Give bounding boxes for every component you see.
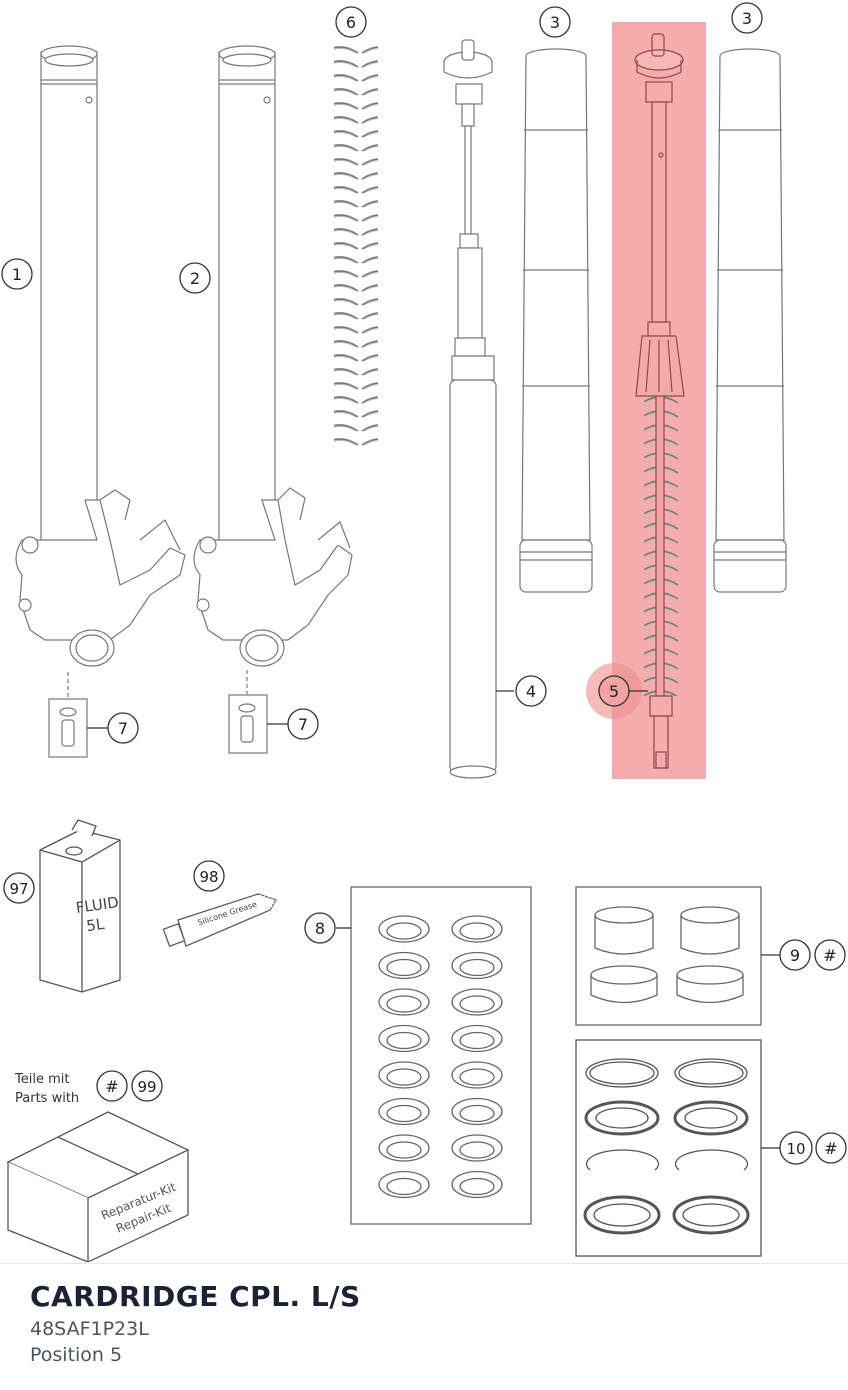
seal-ring xyxy=(451,1097,503,1126)
callout-9[interactable]: 9 # xyxy=(779,939,846,971)
seal-ring-inner xyxy=(459,1031,495,1050)
damper-rod-part-4[interactable] xyxy=(443,39,514,779)
callout-2[interactable]: 2 xyxy=(179,262,211,294)
seal-ring-inner xyxy=(459,1068,495,1086)
callout-7-left-label: 7 xyxy=(118,719,128,738)
exploded-parts-diagram: 5 1 2 xyxy=(1,2,847,1262)
seal-ring-inner xyxy=(386,922,422,940)
callout-7-left[interactable]: 7 xyxy=(107,712,139,744)
inner-tube-right-part-3[interactable] xyxy=(713,48,787,593)
callout-98[interactable]: 98 xyxy=(193,860,225,892)
callout-9-label: 9 xyxy=(790,946,800,965)
part-title: CARDRIDGE CPL. L/S xyxy=(30,1280,361,1313)
seal-ring-inner xyxy=(459,995,495,1013)
callout-97[interactable]: 97 xyxy=(3,872,35,904)
seal-ring xyxy=(451,951,503,980)
fork-spring-part-6[interactable] xyxy=(334,46,378,452)
callout-97-label: 97 xyxy=(9,880,28,898)
seal-ring-set-part-8[interactable] xyxy=(336,886,532,1225)
seal-ring xyxy=(451,1024,503,1053)
seal-ring-inner xyxy=(459,958,495,977)
callout-3-right[interactable]: 3 xyxy=(731,2,763,34)
seal-ring xyxy=(378,1024,430,1053)
part-position: Position 5 xyxy=(30,1344,123,1366)
seal-ring-inner xyxy=(386,1104,422,1123)
axle-bolt-right-part-7[interactable] xyxy=(228,670,288,754)
callout-9-hash-label: # xyxy=(823,946,836,965)
callout-7-right[interactable]: 7 xyxy=(287,708,319,740)
seal-ring-inner xyxy=(459,1104,495,1123)
cartridge-highlight-group[interactable]: 5 xyxy=(586,22,706,779)
seal-ring-inner xyxy=(459,922,495,940)
seal-ring xyxy=(451,988,503,1016)
seal-ring xyxy=(378,1061,430,1089)
grease-tube-part-98[interactable]: Silicone Grease xyxy=(162,893,277,947)
callout-99[interactable]: # 99 xyxy=(96,1070,163,1102)
callout-8[interactable]: 8 xyxy=(304,912,336,944)
seal-ring xyxy=(451,1061,503,1089)
kit-note-german: Teile mit xyxy=(14,1072,69,1087)
cartridge-part-5[interactable] xyxy=(634,33,685,769)
callout-6[interactable]: 6 xyxy=(335,6,367,38)
callout-6-label: 6 xyxy=(346,13,356,32)
seal-ring xyxy=(378,1170,430,1199)
kit-note-english: Parts with xyxy=(15,1091,79,1106)
seal-ring xyxy=(451,1134,503,1162)
seal-ring-inner xyxy=(459,1141,495,1159)
callout-8-label: 8 xyxy=(315,919,325,938)
seal-ring-inner xyxy=(386,958,422,977)
callout-10-hash-label: # xyxy=(824,1139,837,1158)
fluid-can-label-line2: 5L xyxy=(85,915,106,935)
callout-99-hash-label: # xyxy=(105,1077,118,1096)
seal-ring xyxy=(451,1170,503,1199)
part-number: 48SAF1P23L xyxy=(30,1318,149,1340)
callout-10-label: 10 xyxy=(786,1140,805,1158)
seal-ring-inner xyxy=(386,1141,422,1159)
fork-seal-set-part-10[interactable] xyxy=(575,1039,780,1257)
callout-7-right-label: 7 xyxy=(298,715,308,734)
seal-ring-inner xyxy=(386,995,422,1013)
fork-fluid-can-part-97[interactable]: FLUID 5L xyxy=(39,819,121,993)
callout-5-label: 5 xyxy=(609,682,619,701)
callout-3-left-label: 3 xyxy=(550,13,560,32)
axle-bolt-left-part-7[interactable] xyxy=(48,672,108,758)
seal-ring-inner xyxy=(386,1068,422,1086)
seal-ring-inner xyxy=(459,1177,495,1196)
seal-ring xyxy=(378,988,430,1016)
callout-98-label: 98 xyxy=(199,868,218,886)
inner-tube-left-part-3[interactable] xyxy=(519,48,593,593)
outer-tube-left-part-1[interactable] xyxy=(15,45,186,667)
seal-ring xyxy=(378,1097,430,1126)
seal-ring xyxy=(378,951,430,980)
seal-ring-inner xyxy=(386,1177,422,1196)
footer-divider xyxy=(0,1263,848,1264)
seal-ring xyxy=(378,1134,430,1162)
callout-1-label: 1 xyxy=(12,265,22,284)
repair-kit-note: Teile mit Parts with xyxy=(14,1072,79,1106)
seal-ring-inner xyxy=(386,1031,422,1050)
callout-4-label: 4 xyxy=(526,682,536,701)
seal-ring xyxy=(451,915,503,943)
outer-tube-right-part-2[interactable] xyxy=(193,45,353,667)
callout-1[interactable]: 1 xyxy=(1,258,33,290)
seal-ring xyxy=(378,915,430,943)
callout-3-left[interactable]: 3 xyxy=(539,6,571,38)
fluid-can-label-line1: FLUID xyxy=(75,893,120,917)
callout-10[interactable]: 10 # xyxy=(779,1131,847,1165)
callout-2-label: 2 xyxy=(190,269,200,288)
callout-4[interactable]: 4 xyxy=(515,675,547,707)
callout-5[interactable]: 5 xyxy=(586,663,648,719)
repair-kit-box-part-99[interactable]: Reparatur-Kit Repair-Kit xyxy=(6,1111,190,1262)
part-info-panel: CARDRIDGE CPL. L/S 48SAF1P23L Position 5 xyxy=(30,1278,361,1368)
bushing-set-part-9[interactable] xyxy=(575,886,780,1026)
callout-99-label: 99 xyxy=(137,1078,156,1096)
callout-3-right-label: 3 xyxy=(742,9,752,28)
